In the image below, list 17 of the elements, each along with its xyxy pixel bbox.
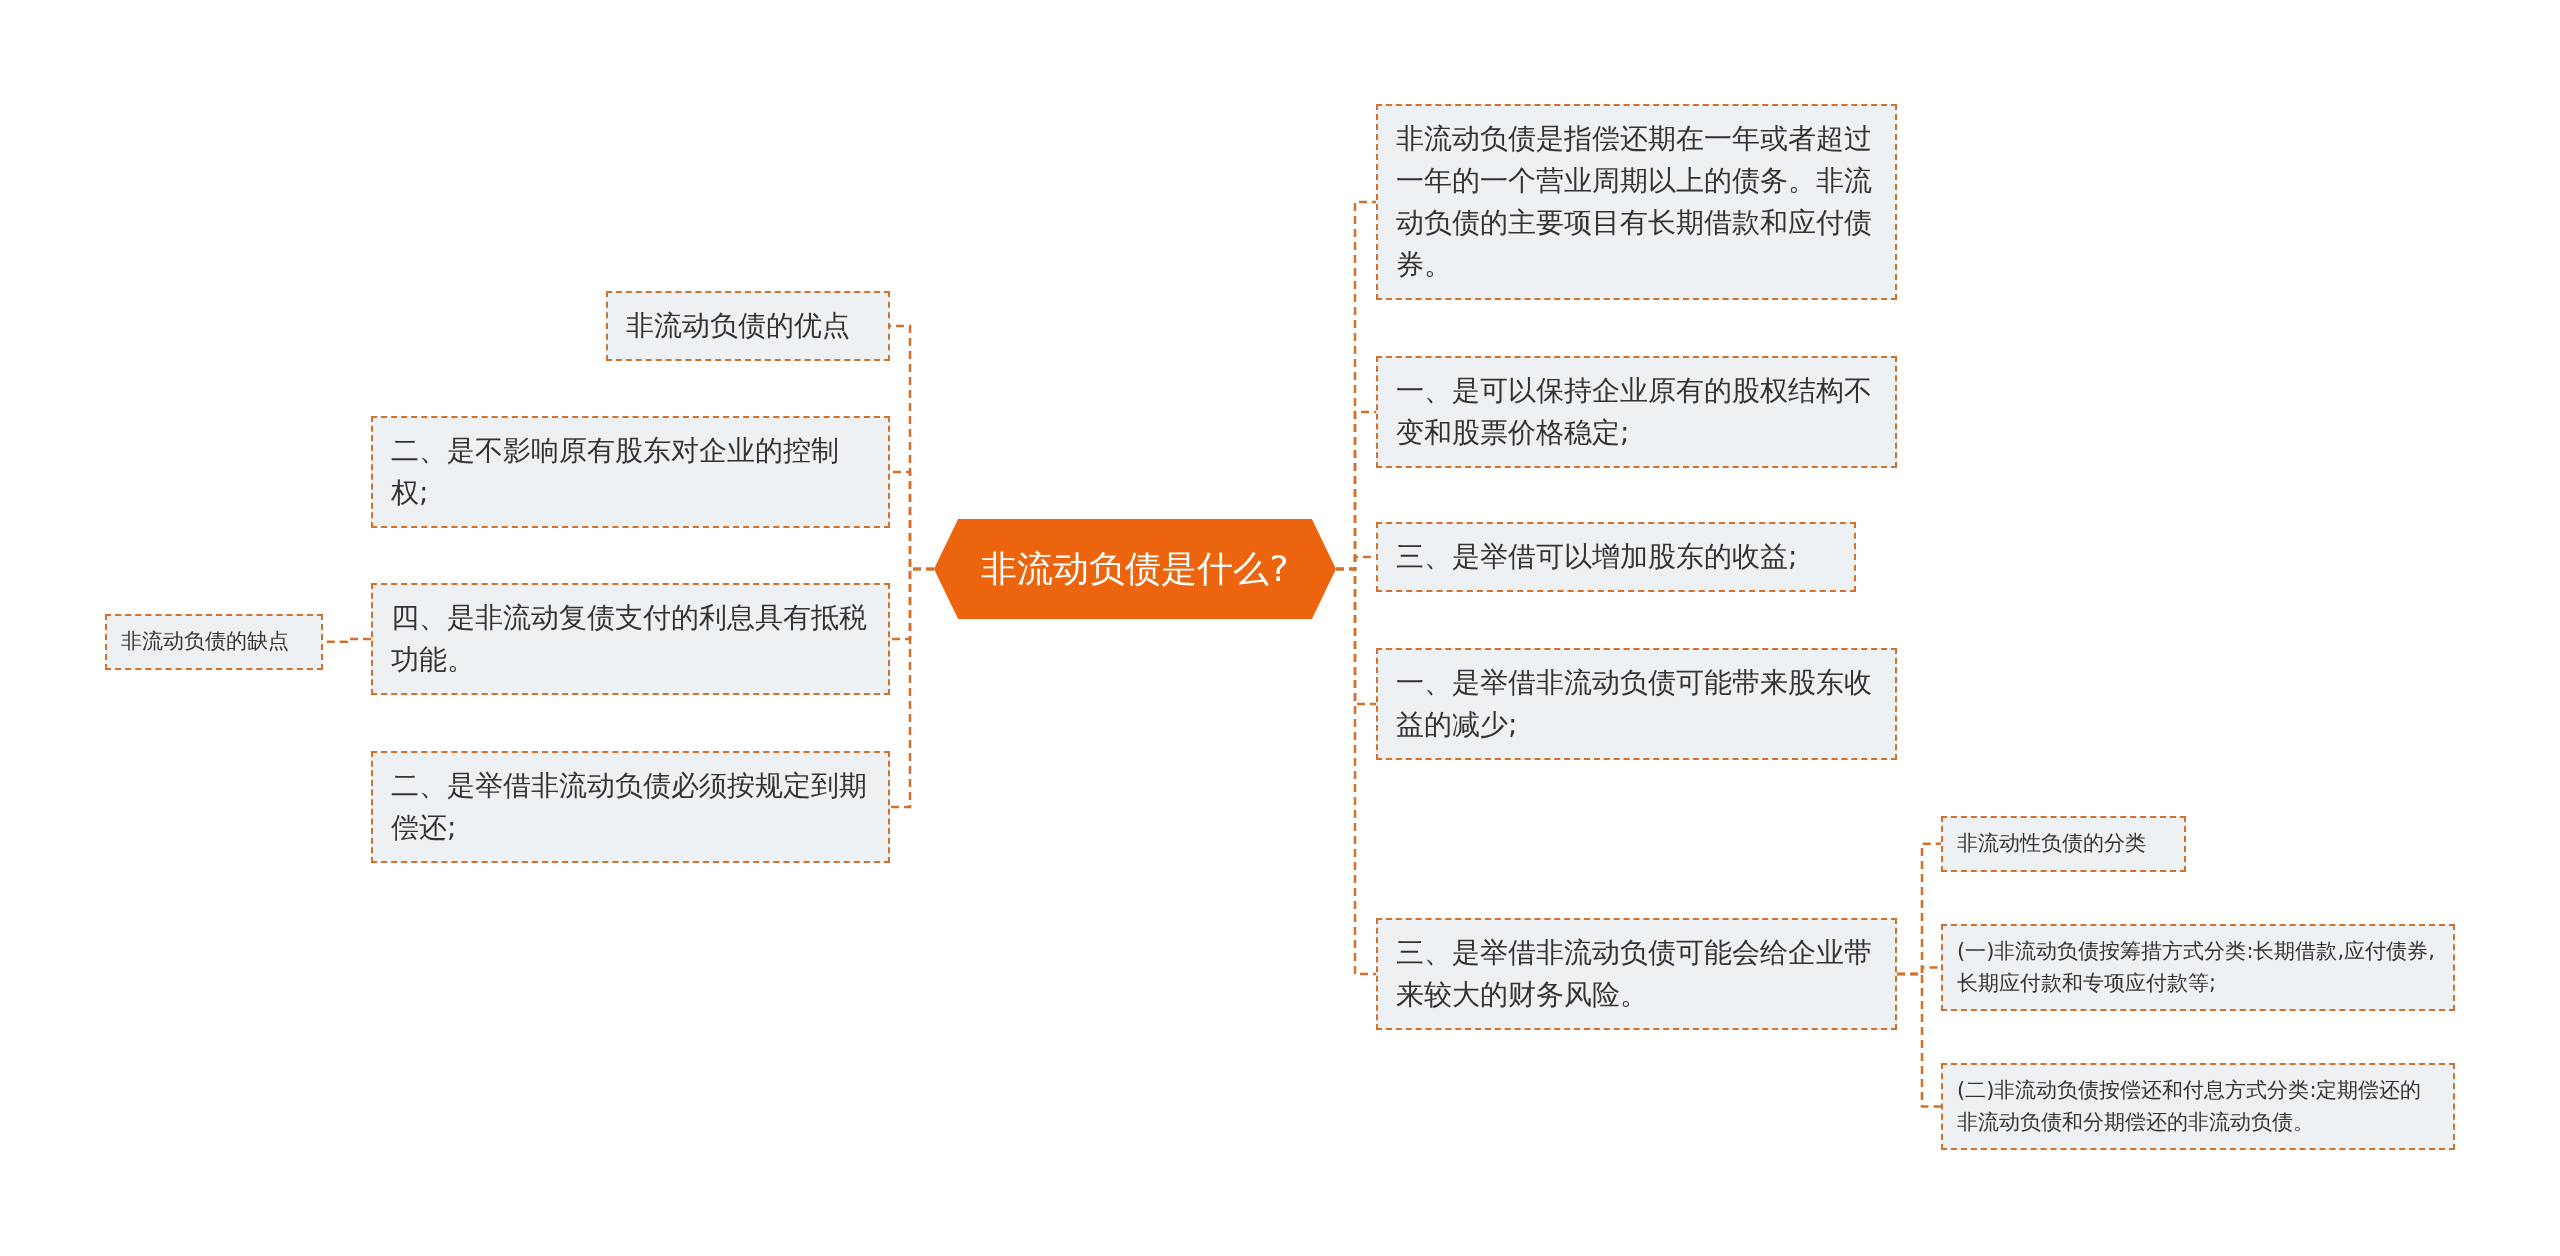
topic-box: 非流动负债是指偿还期在一年或者超过一年的一个营业周期以上的债务。非流动负债的主要项目有长期借款和应付债券。 bbox=[1376, 104, 1897, 300]
topic-box: 三、是举借非流动负债可能会给企业带来较大的财务风险。 bbox=[1376, 918, 1897, 1030]
topic-box: 一、是可以保持企业原有的股权结构不变和股票价格稳定; bbox=[1376, 356, 1897, 468]
topic-box: (一)非流动负债按筹措方式分类:长期借款,应付债券,长期应付款和专项应付款等; bbox=[1941, 924, 2455, 1011]
topic-box: 二、是举借非流动负债必须按规定到期偿还; bbox=[371, 751, 890, 863]
topic-box: (二)非流动负债按偿还和付息方式分类:定期偿还的非流动负债和分期偿还的非流动负债。 bbox=[1941, 1063, 2455, 1150]
topic-box: 非流动负债的缺点 bbox=[105, 614, 323, 670]
topic-box: 四、是非流动复债支付的利息具有抵税功能。 bbox=[371, 583, 890, 695]
connector-line bbox=[1897, 972, 1941, 1108]
topic-box: 非流动性负债的分类 bbox=[1941, 816, 2186, 872]
connector-line bbox=[1336, 567, 1376, 976]
topic-box: 非流动负债的优点 bbox=[606, 291, 890, 361]
central-topic: 非流动负债是什么? bbox=[934, 519, 1336, 619]
topic-box: 一、是举借非流动负债可能带来股东收益的减少; bbox=[1376, 648, 1897, 760]
connector-line bbox=[890, 567, 934, 809]
topic-box: 二、是不影响原有股东对企业的控制权; bbox=[371, 416, 890, 528]
topic-box: 三、是举借可以增加股东的收益; bbox=[1376, 522, 1856, 592]
